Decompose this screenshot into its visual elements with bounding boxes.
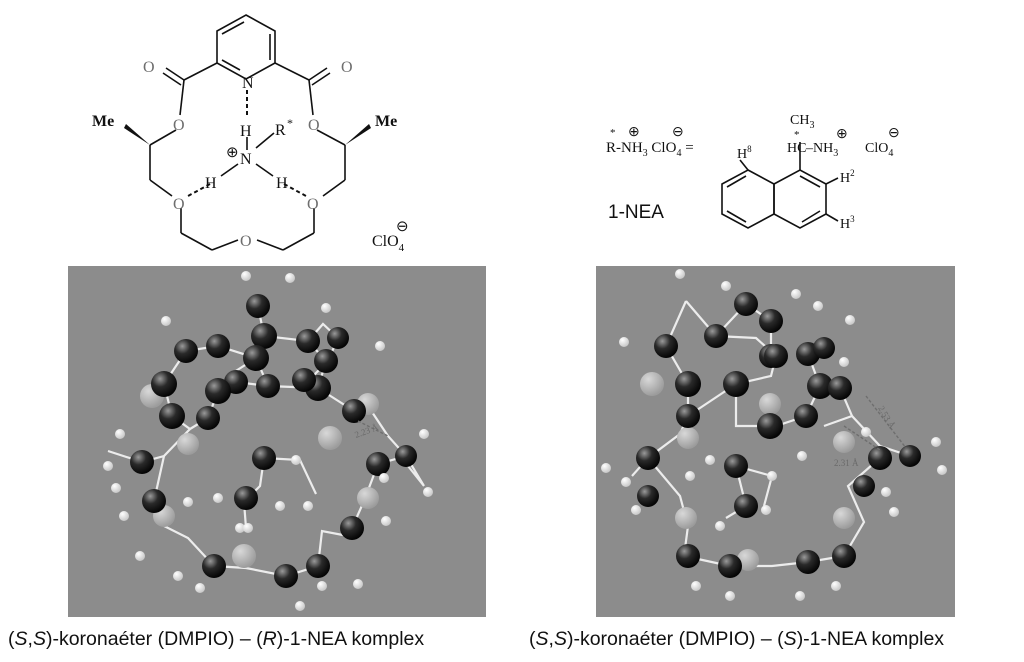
- ether-oxygen-left: O: [173, 196, 185, 213]
- substituent-r: R: [275, 122, 286, 139]
- ester-oxygen-left: O: [173, 117, 185, 134]
- nea-formula-text: R-NH3 ClO4 =: [606, 140, 694, 159]
- pyridine-nitrogen: N: [242, 75, 254, 92]
- carbonyl-oxygen-right: O: [341, 59, 353, 76]
- pyridine-ring: [216, 14, 276, 80]
- ammonium-hydrogen-left: H: [205, 175, 217, 192]
- hydrogen-atoms-left: [103, 271, 433, 611]
- chiral-star: *: [794, 129, 800, 141]
- formula-minus: ⊖: [672, 125, 684, 140]
- naphthalene-ring-right: [773, 169, 827, 229]
- ball-stick-model-left: 2.23 Å: [103, 271, 433, 611]
- hbond-left: [357, 420, 389, 437]
- caption-right: (S,S)-koronaéter (DMPIO) – (S)-1-NEA kom…: [529, 628, 945, 650]
- formula-charge: ⊕: [628, 125, 640, 140]
- distance-label-right-b: 2.31 Å: [834, 458, 859, 468]
- ammonium-hydrogen-right: H: [276, 175, 288, 192]
- complex-model-r: 2.23 Å: [68, 266, 486, 617]
- counterion-perchlorate: ClO4: [372, 233, 405, 254]
- oxygen-atoms-right: [640, 372, 855, 571]
- counterion-charge: ⊖: [396, 219, 409, 235]
- h3-label: H3: [840, 214, 855, 232]
- counter-charge: ⊖: [888, 126, 900, 141]
- ether-oxygen-right: O: [307, 196, 319, 213]
- carbon-atoms-left: [130, 294, 417, 588]
- nh3-charge: ⊕: [836, 127, 848, 142]
- distance-label-right-a: 2.53 Å: [876, 404, 897, 431]
- methyl-left: Me: [92, 113, 114, 130]
- h2-label: H2: [840, 168, 855, 186]
- crown-ether-formula: O O O O O O O N Me Me H N ⊕ R * H H ClO4…: [92, 14, 409, 254]
- oxygen-atoms-left: [140, 384, 379, 568]
- ammonium-charge: ⊕: [226, 145, 239, 161]
- hc-label: HC: [787, 141, 806, 156]
- substituent-r-star: *: [287, 116, 293, 130]
- ball-stick-model-right: 2.53 Å 2.31 Å: [601, 269, 947, 601]
- counter-perchlorate: ClO4: [865, 141, 893, 159]
- nea-name: 1-NEA: [608, 202, 664, 223]
- nh3-label: –NH3: [805, 141, 838, 159]
- ester-oxygen-right: O: [308, 117, 320, 134]
- ether-oxygen-bottom: O: [240, 233, 252, 250]
- ammonium-nitrogen: N: [240, 151, 252, 168]
- ammonium-hydrogen-top: H: [240, 123, 252, 140]
- ch3-label: CH3: [790, 113, 814, 131]
- carbonyl-oxygen-left: O: [143, 59, 155, 76]
- methyl-right: Me: [375, 113, 397, 130]
- hydrogen-atoms-right: [601, 269, 947, 601]
- nea-formula: R-NH3 ClO4 = * ⊕ ⊖ 1-NEA CH3 * HC –NH3 ⊕…: [606, 113, 900, 232]
- caption-left: (S,S)-koronaéter (DMPIO) – (R)-1-NEA kom…: [8, 628, 425, 650]
- naphthalene-ring-left: [721, 169, 775, 229]
- distance-label-left: 2.23 Å: [353, 422, 380, 440]
- h8-label: H8: [737, 144, 752, 162]
- formula-star: *: [610, 127, 616, 139]
- hbond-right-b: [843, 425, 881, 451]
- complex-model-s: 2.53 Å 2.31 Å: [596, 266, 955, 617]
- hbond-right-a: [865, 395, 907, 449]
- carbon-atoms-right: [636, 292, 921, 578]
